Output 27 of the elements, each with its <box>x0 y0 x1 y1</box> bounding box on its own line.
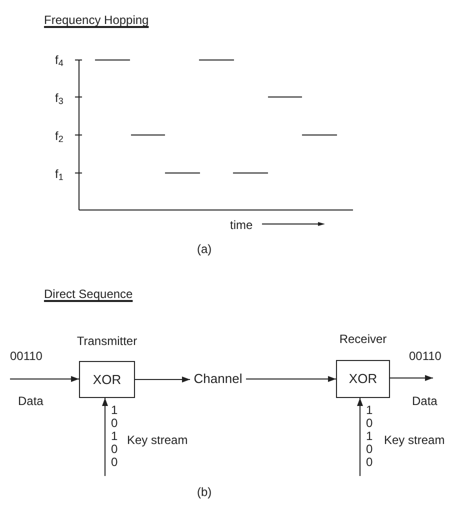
arrow <box>134 376 190 382</box>
edge-label: 00110 <box>10 348 42 365</box>
key-stream-label: Key stream <box>384 432 445 449</box>
panel-label: (b) <box>197 484 212 501</box>
block-heading: Receiver <box>338 331 388 348</box>
xor-box: XOR <box>79 361 135 398</box>
arrow <box>390 375 434 381</box>
axis-label: time <box>230 217 253 234</box>
axis-tick-label: f$_{2}$ <box>55 128 64 145</box>
section-heading: Direct Sequence <box>44 286 133 303</box>
data-label: Data <box>18 393 44 410</box>
data-label: Data <box>412 393 438 410</box>
arrow <box>102 398 108 476</box>
axis-tick-label: f$_{1}$ <box>55 166 64 183</box>
arrow <box>357 398 363 476</box>
block-heading: Transmitter <box>76 333 138 350</box>
arrow <box>246 376 336 382</box>
bit-sequence: 1 0 1 0 0 <box>111 404 118 469</box>
axis-tick-label: f$_{3}$ <box>55 90 64 107</box>
xor-box: XOR <box>336 360 390 398</box>
axis-tick-label: f$_{4}$ <box>55 52 64 69</box>
edge-label: 00110 <box>409 348 442 365</box>
panel-label: (a) <box>197 241 212 258</box>
section-heading: Frequency Hopping <box>44 12 149 29</box>
bit-sequence: 1 0 1 0 0 <box>366 404 373 469</box>
arrow <box>10 376 80 382</box>
key-stream-label: Key stream <box>127 432 188 449</box>
